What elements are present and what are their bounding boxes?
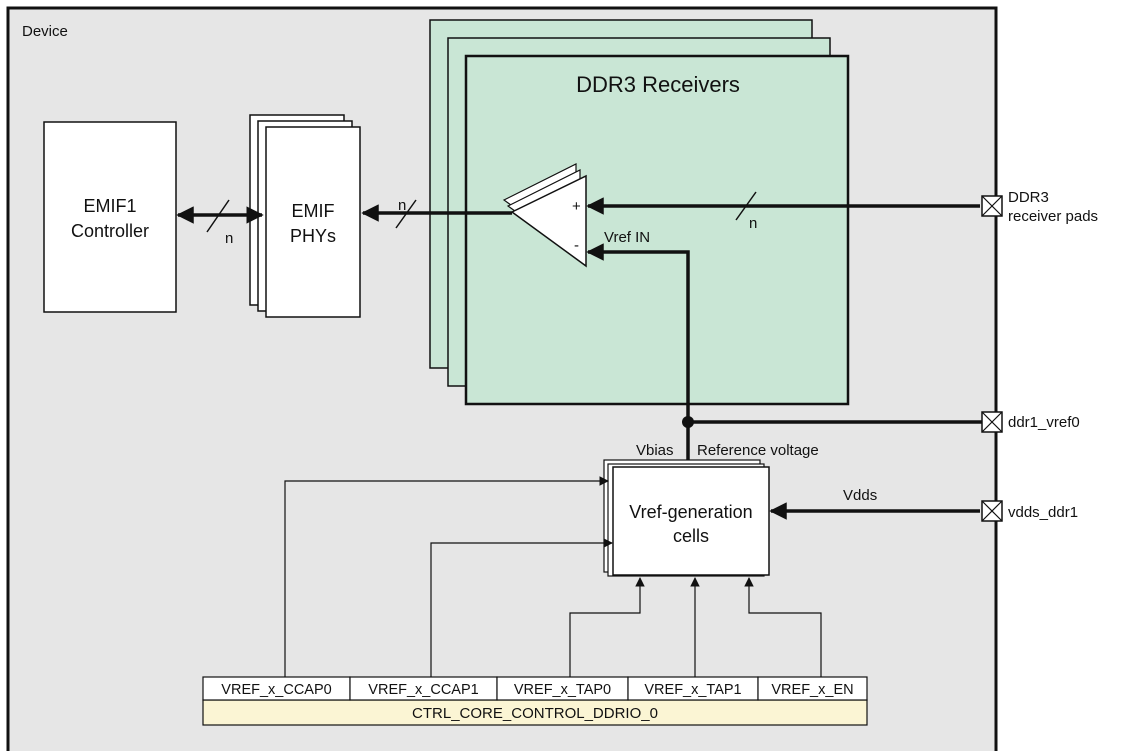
ccap0-control-line <box>284 476 609 677</box>
bus-width-label-2: n <box>398 197 406 214</box>
register-name-row <box>202 699 868 726</box>
bus-width-label-3: n <box>749 215 757 232</box>
vref-gen-label-line2: cells <box>673 526 709 546</box>
register-field-label: VREF_x_TAP0 <box>514 682 611 698</box>
phys-label-line1: EMIF <box>292 201 335 221</box>
controller-label-line2: Controller <box>71 221 149 241</box>
controller-label-line1: EMIF1 <box>83 196 136 216</box>
tap0-control-line <box>569 577 645 677</box>
device-label: Device <box>22 23 68 40</box>
emif1-controller-block <box>43 121 177 313</box>
comparator-minus: - <box>574 237 579 254</box>
vdds-pin <box>981 500 1003 522</box>
bus-width-label-1: n <box>225 230 233 247</box>
phys-label-line2: PHYs <box>290 226 336 246</box>
bus-width-slash-1 <box>206 199 230 233</box>
register-field-label: VREF_x_EN <box>771 682 853 698</box>
register-field-label: VREF_x_TAP1 <box>644 682 741 698</box>
vref-gen-card-front <box>612 466 770 576</box>
vref-in-label: Vref IN <box>604 229 650 246</box>
receiver-card-front <box>464 54 850 406</box>
vdds-pin-label: vdds_ddr1 <box>1008 504 1078 521</box>
register-name: CTRL_CORE_CONTROL_DDRIO_0 <box>412 705 658 722</box>
en-control-line <box>744 577 822 677</box>
ddr3-pad-label-line1: DDR3 <box>1008 189 1049 206</box>
vbias-label: Vbias <box>636 442 674 459</box>
reference-voltage-label: Reference voltage <box>697 442 819 459</box>
bus-width-slash-3 <box>735 191 757 221</box>
register-field-en <box>757 676 868 701</box>
receivers-title: DDR3 Receivers <box>576 72 740 97</box>
vref-in-line <box>586 243 690 422</box>
bus-width-slash-2 <box>395 199 417 229</box>
comparator-triangle <box>510 174 587 268</box>
phy-card-front <box>265 126 361 318</box>
ddr3-pad-label-line2: receiver pads <box>1008 208 1098 225</box>
vref0-pin <box>981 411 1003 433</box>
ddr3-pad-pin <box>981 195 1003 217</box>
vref-gen-label-line1: Vref-generation <box>629 502 752 522</box>
register-field-label: VREF_x_CCAP1 <box>368 682 478 698</box>
register-fields: VREF_x_CCAP0 VREF_x_CCAP1 VREF_x_TAP0 VR… <box>202 676 868 701</box>
ccap1-control-line <box>430 538 613 677</box>
vdds-label: Vdds <box>843 487 877 504</box>
register-field-label: VREF_x_CCAP0 <box>221 682 331 698</box>
comparator-plus: + <box>572 198 581 215</box>
vref0-pin-label: ddr1_vref0 <box>1008 414 1080 431</box>
